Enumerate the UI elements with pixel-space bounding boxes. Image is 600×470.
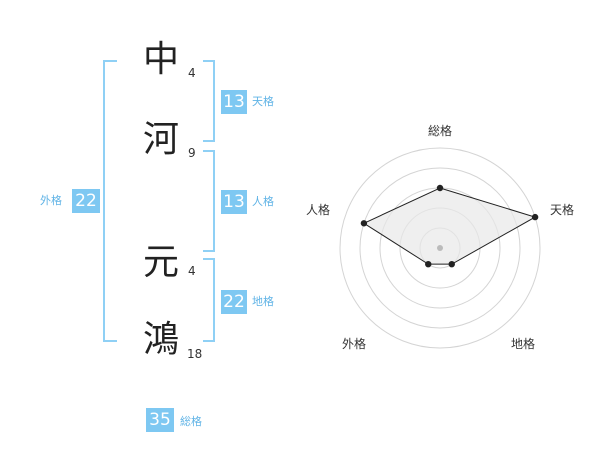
radar-grid-ring [339,147,541,349]
radar-axis-label-chikaku: 地格 [511,337,536,351]
name-char-4: 鴻 [143,319,180,360]
name-char-2: 河 [143,119,180,160]
radar-axis-label-tenkaku: 天格 [550,203,575,217]
name-char-1: 中 [143,39,180,80]
jinkaku-value-badge: 13 [221,190,247,214]
soukaku-value-badge: 35 [146,408,174,432]
radar-point-4 [360,220,368,227]
chikaku-label: 地格 [252,295,274,308]
radar-center-dot [437,245,443,251]
stroke-count-2: 9 [188,146,196,160]
stroke-count-4: 18 [187,347,203,361]
gaikaku-bracket [103,60,117,342]
radar-axis-label-gaikaku: 外格 [342,337,367,351]
radar-point-2 [448,260,455,268]
radar-value-polygon [362,187,537,265]
name-char-3: 元 [143,242,180,283]
soukaku-label: 総格 [180,415,202,428]
jinkaku-label: 人格 [252,195,274,208]
radar-point-1 [531,213,539,221]
stroke-count-3: 4 [188,264,196,278]
radar-grid-ring [359,167,521,329]
gaikaku-label: 外格 [40,194,62,207]
radar-axis-label-jinkaku: 人格 [306,203,331,217]
tenkaku-bracket [203,60,215,142]
chikaku-value-badge: 22 [221,290,247,314]
tenkaku-value-badge: 13 [221,90,247,114]
chikaku-bracket [203,258,215,342]
radar-point-3 [425,260,432,268]
radar-point-0 [436,184,444,192]
jinkaku-bracket [203,150,215,252]
stroke-count-1: 4 [188,66,196,80]
radar-axis-label-soukaku: 総格 [428,124,453,138]
gaikaku-value-badge: 22 [72,189,100,213]
tenkaku-label: 天格 [252,95,274,108]
